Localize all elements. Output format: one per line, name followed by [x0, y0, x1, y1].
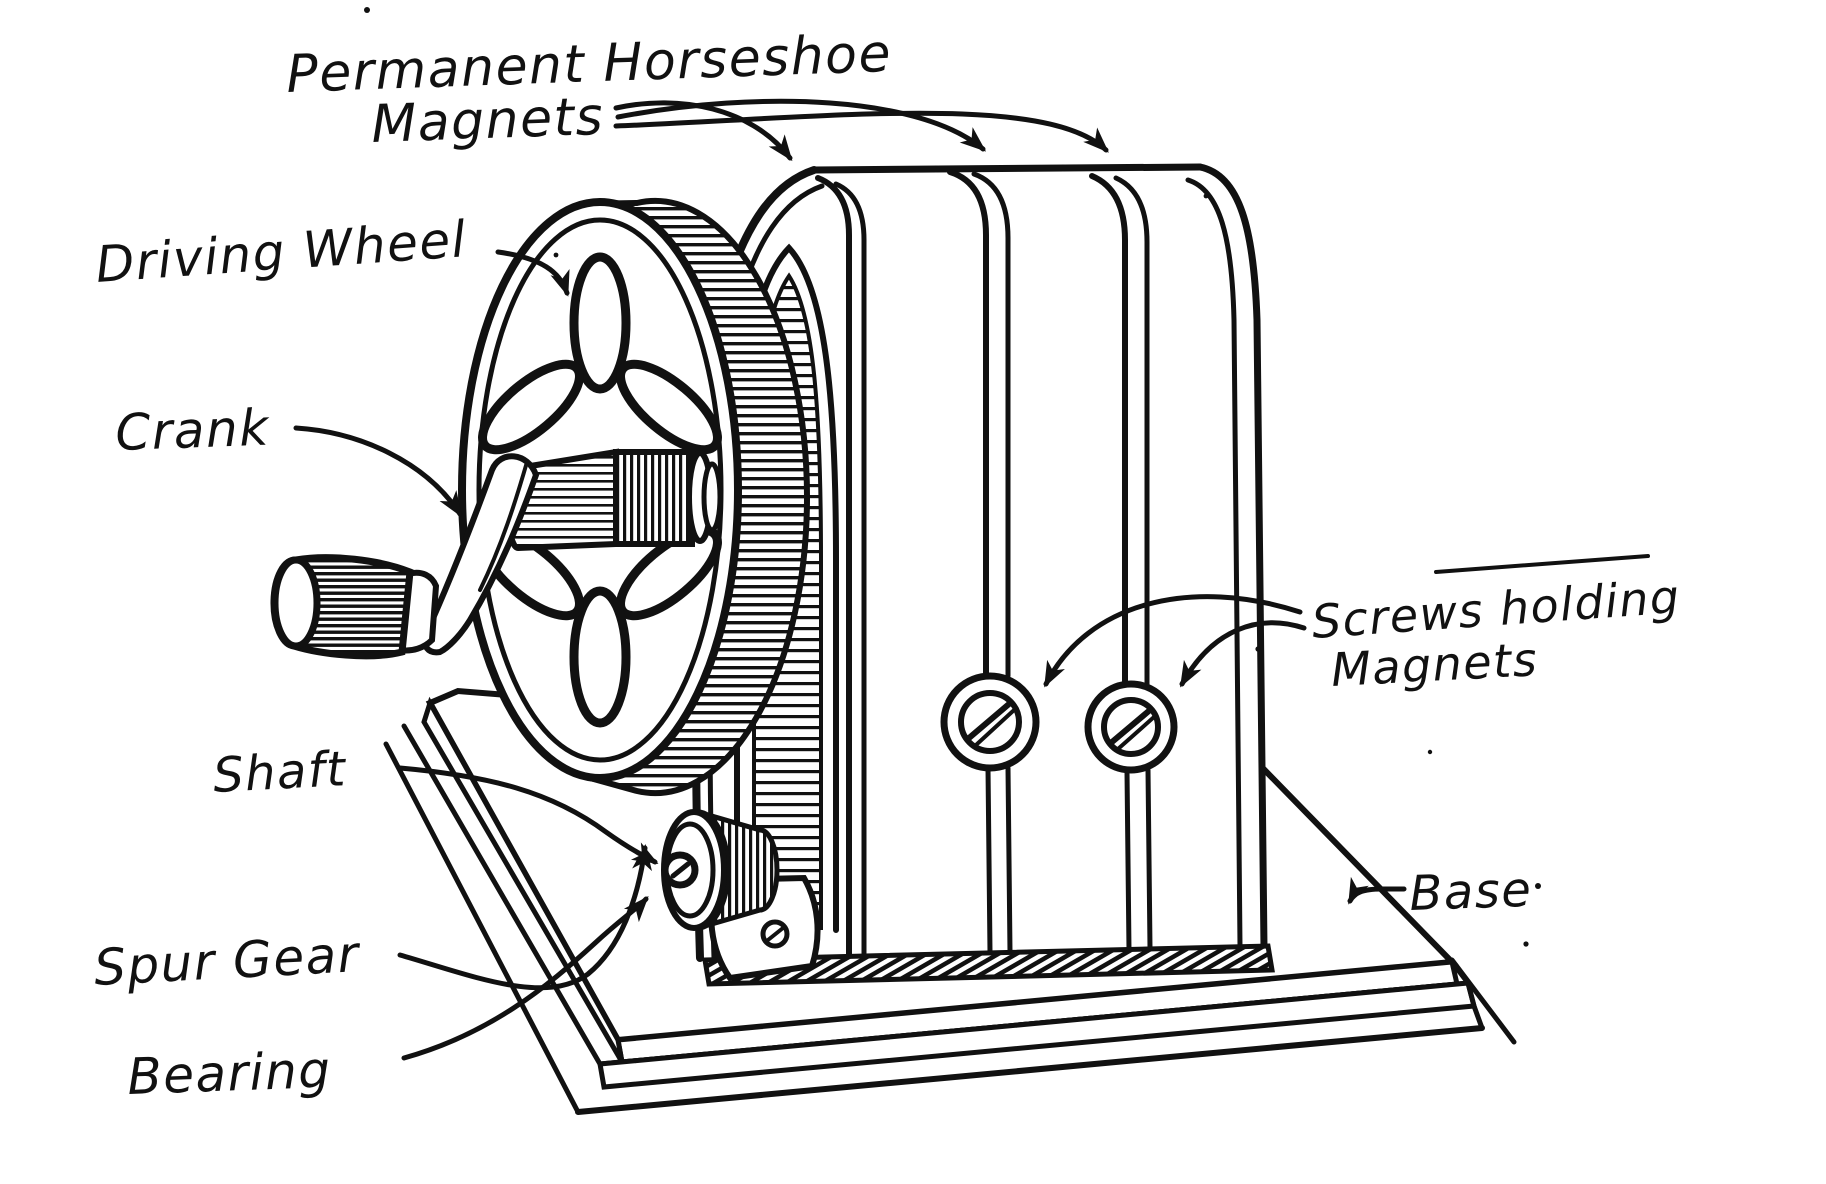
leader-magnets-3: [613, 110, 1109, 153]
magnet-screws: [940, 672, 1178, 774]
magnet3-band-below-screw: [1124, 767, 1153, 953]
magnet-foot-strip: [702, 943, 1275, 987]
ink-specks: [364, 7, 1541, 947]
crank-arm-inner-line: [478, 460, 529, 592]
base-corner-bevel: [1449, 957, 1517, 1045]
label-bearing: Bearing: [126, 1041, 332, 1106]
magnet2-band-line-2: [971, 171, 1011, 679]
shaft-end-slot: [670, 861, 691, 879]
crank-handle-end-cap: [271, 556, 321, 650]
label-magnets-line2: Magnets: [370, 87, 605, 155]
base-plinth-bottom: [575, 1025, 1485, 1115]
leader-screws-2: [1179, 620, 1307, 688]
screw-right: [1084, 680, 1178, 774]
magnet3-band-line-2: [1113, 175, 1150, 687]
magnet2-band-line-1: [947, 169, 989, 679]
leader-lines: [293, 98, 1650, 1061]
leader-driving-wheel: [495, 249, 570, 297]
magnet-top-edge: [810, 163, 1204, 174]
label-shaft: Shaft: [212, 741, 349, 804]
bearing-screw-slot: [766, 926, 785, 942]
leader-magnets-1: [613, 100, 793, 162]
label-crank: Crank: [114, 399, 271, 462]
base-plinth-left: [383, 741, 581, 1115]
magnet3-band-line-1: [1089, 173, 1128, 685]
leader-screws-1: [1043, 594, 1303, 688]
spur-gear: [661, 809, 780, 931]
leader-magnets-2: [615, 98, 987, 152]
screw-left: [940, 672, 1040, 772]
leader-crank: [293, 425, 463, 518]
crank-assembly: [270, 448, 723, 660]
magnet-leg-line-1: [815, 175, 852, 958]
magnet-right-outer-edge: [1196, 163, 1268, 952]
label-driving-wheel: Driving Wheel: [94, 210, 469, 294]
label-screws-line2: Magnets: [1330, 632, 1540, 697]
leader-bearing: [401, 896, 649, 1061]
label-spur-gear: Spur Gear: [93, 925, 363, 997]
hub-washer-inner: [701, 461, 723, 533]
label-base: Base: [1408, 862, 1533, 922]
magnet-right-inner-lamination: [1185, 177, 1243, 949]
stray-stroke-over-holding: [1434, 554, 1650, 574]
wheel-hub-knurl: [613, 449, 695, 547]
magnet-leg-line-2: [833, 181, 867, 958]
wheel-spoke-holes: [478, 252, 722, 728]
magnet2-band-below-screw: [985, 765, 1013, 955]
leader-base: [1347, 876, 1407, 905]
